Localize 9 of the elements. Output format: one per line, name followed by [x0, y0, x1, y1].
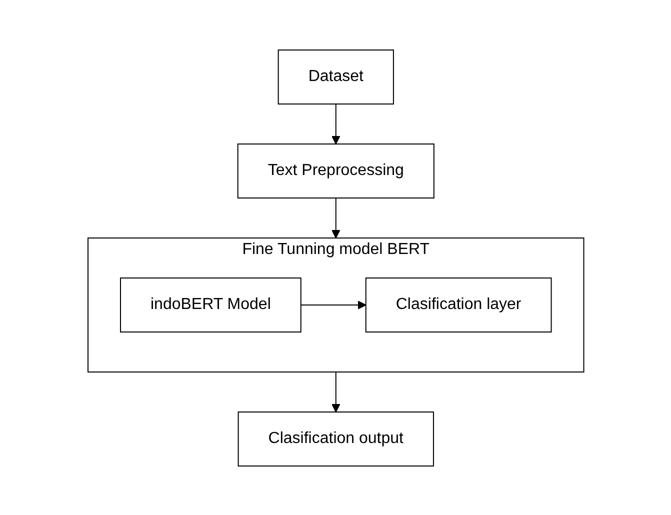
node-box: indoBERT Model — [120, 277, 301, 332]
arrow — [331, 197, 340, 238]
arrow — [331, 371, 340, 412]
node-box: Clasification output — [237, 411, 434, 466]
node-box: Clasification layer — [364, 277, 552, 332]
arrow — [300, 300, 366, 309]
node-box: Dataset — [277, 49, 394, 104]
arrow — [331, 103, 340, 144]
node-box: Text Preprocessing — [236, 143, 434, 198]
